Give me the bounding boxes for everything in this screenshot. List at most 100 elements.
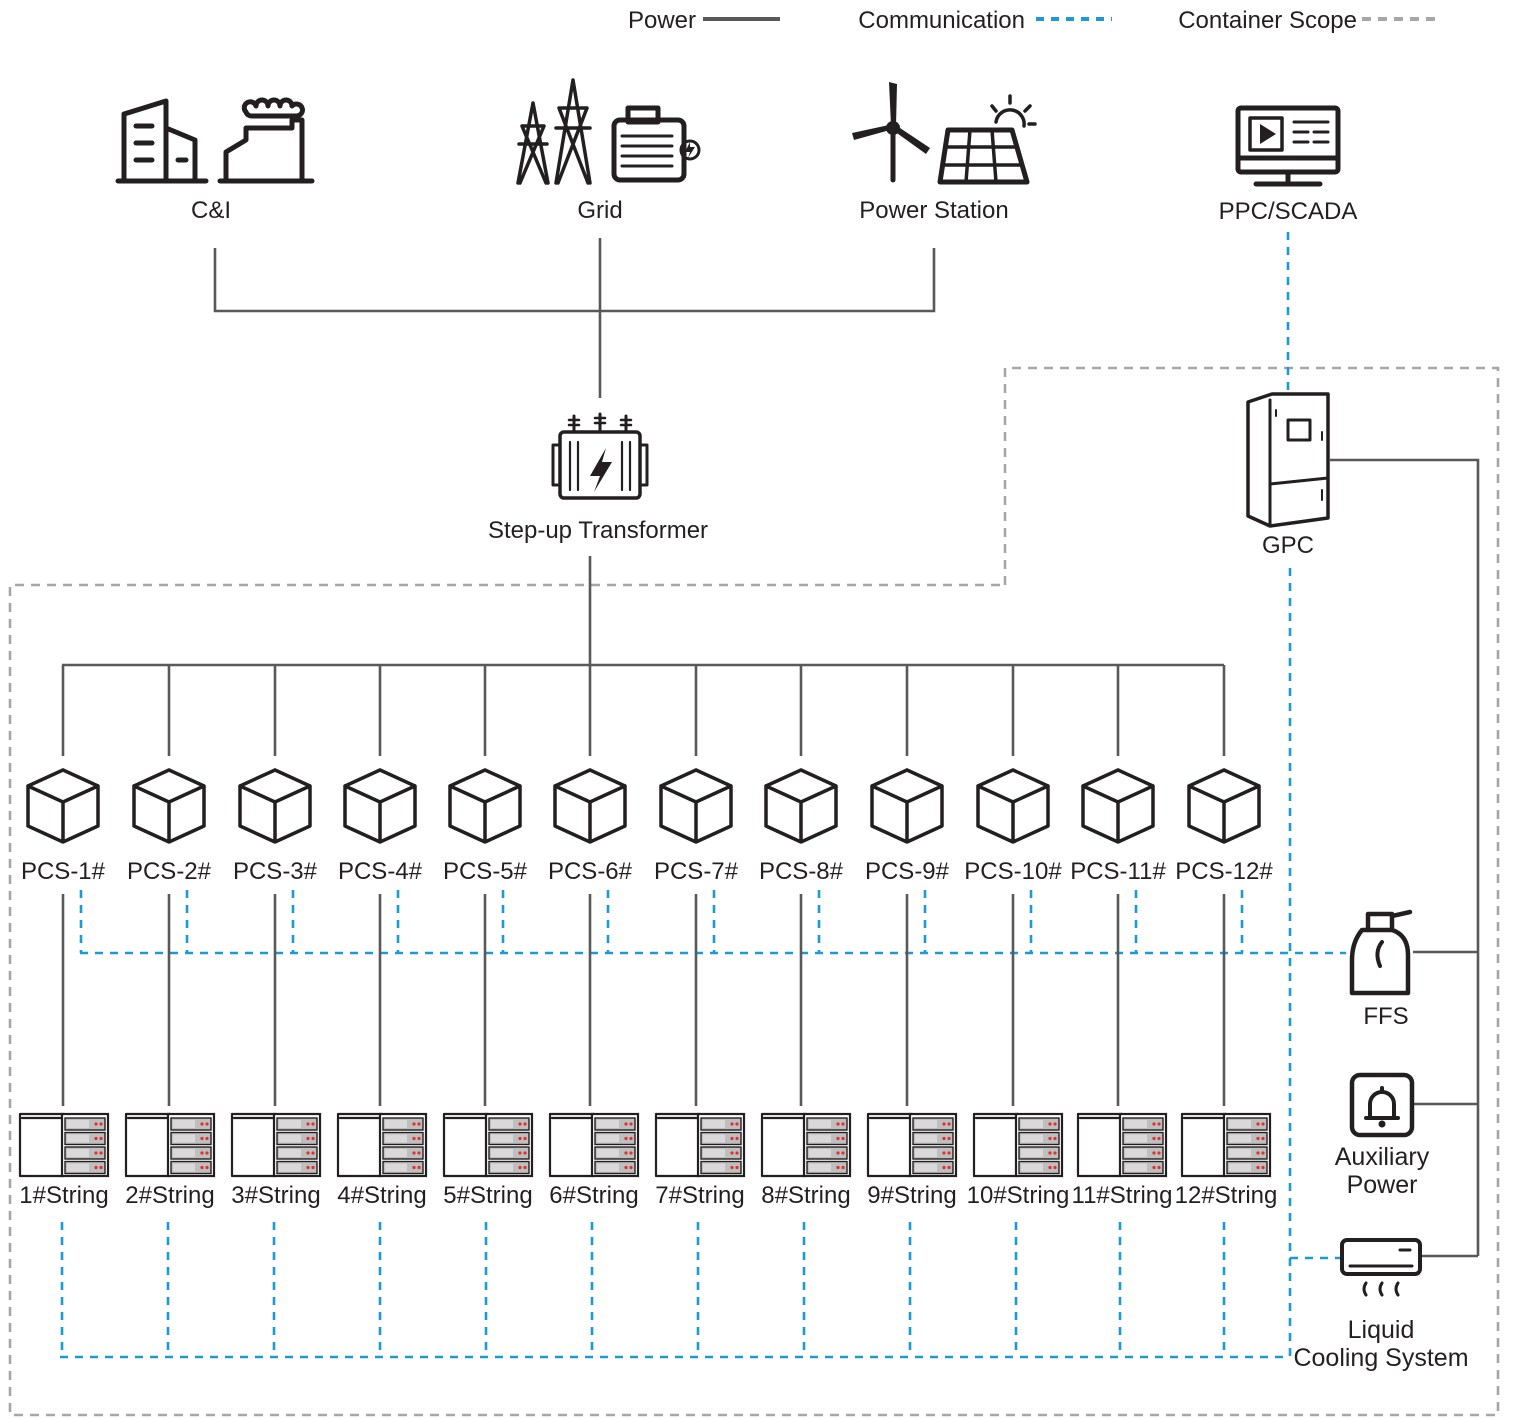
container-scope-boundary [8, 366, 1500, 1417]
module-led [200, 1151, 204, 1155]
factory-icon [217, 97, 315, 184]
module-panel [809, 1120, 831, 1128]
module-panel [67, 1120, 89, 1128]
module-led [523, 1165, 527, 1170]
module-led [518, 1122, 522, 1126]
module-led [841, 1151, 845, 1155]
gpc-node: GPC [1246, 392, 1330, 559]
battery-rack-icon [972, 1112, 1064, 1178]
pcs-unit: PCS-4# [338, 665, 423, 1106]
rack-frame [548, 1112, 596, 1178]
module-led [629, 1151, 633, 1155]
battery-string: 10#String [967, 1112, 1070, 1357]
cube-outline [764, 768, 838, 844]
module-panel [915, 1120, 937, 1128]
module-led [1256, 1151, 1260, 1155]
module-panel [67, 1134, 89, 1143]
cube-icon [553, 768, 627, 844]
module-panel [703, 1163, 725, 1172]
module-led [1256, 1122, 1260, 1126]
string-label: 8#String [761, 1182, 850, 1209]
pcs-label: PCS-2# [127, 858, 212, 885]
string-label: 7#String [655, 1182, 744, 1209]
cube-outline [343, 768, 417, 844]
module-led [200, 1165, 204, 1170]
cube-icon [1187, 768, 1261, 844]
module-led [1261, 1165, 1265, 1170]
module-panel [67, 1149, 89, 1157]
module-led [417, 1122, 421, 1126]
string-label: 12#String [1175, 1182, 1278, 1209]
module-panel [1229, 1120, 1251, 1128]
module-led [205, 1165, 209, 1170]
battery-rack-icon [18, 1112, 110, 1178]
module-led [1053, 1122, 1057, 1126]
cube-icon [764, 768, 838, 844]
pcs-label: PCS-12# [1175, 858, 1273, 885]
module-led [523, 1151, 527, 1155]
module-led [1261, 1136, 1265, 1141]
grid-label: Grid [577, 197, 622, 224]
module-panel [279, 1163, 301, 1172]
module-led [94, 1122, 98, 1126]
pcs-unit: PCS-6# [548, 665, 633, 1106]
string-label: 5#String [443, 1182, 532, 1209]
module-led [942, 1165, 946, 1170]
pcs-unit: PCS-12# [1175, 665, 1273, 1106]
module-led [412, 1136, 416, 1141]
module-panel [491, 1134, 513, 1143]
module-panel [703, 1149, 725, 1157]
module-led [836, 1151, 840, 1155]
module-led [1053, 1165, 1057, 1170]
module-led [306, 1122, 310, 1126]
module-led [94, 1136, 98, 1141]
legend-power-label: Power [628, 7, 696, 34]
module-led [841, 1122, 845, 1126]
module-panel [173, 1149, 195, 1157]
module-panel [385, 1120, 407, 1128]
rack-frame [1076, 1112, 1124, 1178]
module-led [1048, 1122, 1052, 1126]
module-led [730, 1151, 734, 1155]
module-led [1053, 1136, 1057, 1141]
string-label: 2#String [125, 1182, 214, 1209]
module-panel [491, 1120, 513, 1128]
battery-string: 11#String [1072, 1112, 1172, 1357]
module-led [942, 1151, 946, 1155]
generator-icon [611, 105, 701, 183]
cube-outline [553, 768, 627, 844]
module-panel [1021, 1120, 1043, 1128]
rack-frame [972, 1112, 1020, 1178]
transformer-label: Step-up Transformer [488, 517, 708, 544]
module-panel [1125, 1120, 1147, 1128]
module-led [1261, 1151, 1265, 1155]
module-panel [1229, 1149, 1251, 1157]
rack-frame [654, 1112, 702, 1178]
module-led [1048, 1165, 1052, 1170]
module-led [99, 1122, 103, 1126]
pcs-label: PCS-6# [548, 858, 633, 885]
ppc-scada-label: PPC/SCADA [1219, 198, 1358, 225]
cooling-node: Liquid Cooling System [1293, 1238, 1469, 1372]
module-panel [491, 1163, 513, 1172]
module-led [624, 1136, 628, 1141]
module-panel [1125, 1134, 1147, 1143]
module-led [412, 1165, 416, 1170]
module-panel [279, 1134, 301, 1143]
module-panel [1021, 1134, 1043, 1143]
cube-outline [448, 768, 522, 844]
cube-icon [659, 768, 733, 844]
legend: Power Communication Container Scope [628, 7, 1440, 34]
module-panel [703, 1120, 725, 1128]
module-panel [915, 1149, 937, 1157]
rack-frame [442, 1112, 490, 1178]
rack-frame [760, 1112, 808, 1178]
module-led [1157, 1151, 1161, 1155]
module-panel [385, 1149, 407, 1157]
cube-outline [870, 768, 944, 844]
string-label: 10#String [967, 1182, 1070, 1209]
module-led [629, 1122, 633, 1126]
battery-string: 6#String [548, 1112, 640, 1357]
module-panel [1021, 1163, 1043, 1172]
